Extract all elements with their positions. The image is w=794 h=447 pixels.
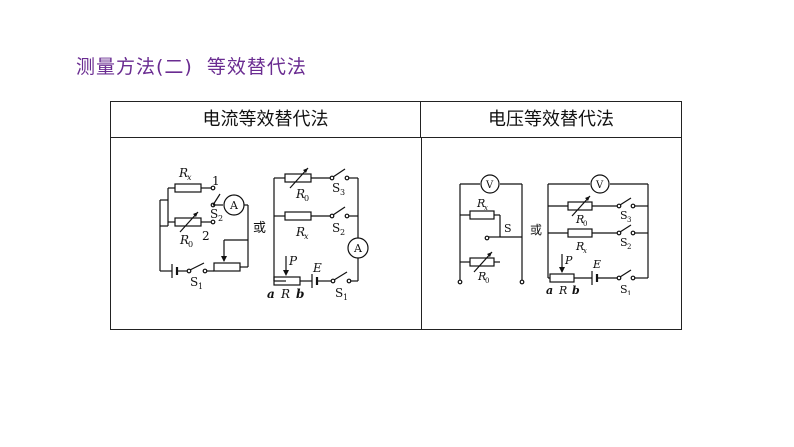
label-s1-1: S xyxy=(190,275,198,289)
current-method-circuits: R x 1 S 2 R 0 2 A S 1 或 xyxy=(159,166,369,300)
label-e-2: E xyxy=(312,261,322,275)
r0-rheostat-3 xyxy=(469,257,495,267)
label-voltmeter-2: V xyxy=(595,180,604,191)
label-rx-sub-3: x xyxy=(484,204,488,212)
voltage-circuit-2: V R 0 S 3 R x S 2 P E a R b S 1 xyxy=(546,174,649,295)
battery-2 xyxy=(311,274,319,288)
label-rx-3: R xyxy=(476,197,485,210)
col-header-current: 电流等效替代法 xyxy=(111,102,421,138)
switch-s-3 xyxy=(484,215,522,241)
label-r0-3: R xyxy=(477,270,486,283)
label-ammeter-2: A xyxy=(353,242,363,255)
label-s2-2: S xyxy=(332,221,340,235)
rx-resistor-1 xyxy=(174,183,202,193)
voltmeter-2 xyxy=(590,174,610,194)
label-s3-4: S xyxy=(620,209,628,222)
battery-4 xyxy=(591,271,599,285)
label-rx-sub-2: x xyxy=(304,232,309,241)
label-s1-sub-2: 1 xyxy=(343,293,348,300)
label-rx-4: R xyxy=(575,240,584,253)
label-s2-sub-4: 2 xyxy=(627,243,631,251)
label-r0-sub-2: 0 xyxy=(304,194,309,203)
label-r0-sub-1: 0 xyxy=(188,240,193,249)
section-heading: 测量方法(二) 等效替代法 xyxy=(76,52,307,79)
label-rx-sub-4: x xyxy=(583,247,587,255)
r0-rheostat-4 xyxy=(567,201,593,211)
switch-s2-2 xyxy=(329,206,350,219)
switch-s1-1 xyxy=(186,262,208,274)
label-pos1: 1 xyxy=(212,174,220,188)
label-s1-2: S xyxy=(335,286,343,300)
label-s1-4: S xyxy=(620,283,628,295)
label-s1-sub-1: 1 xyxy=(198,282,203,291)
current-circuit-2: R 0 S 3 R x S 2 A P E a R b S 1 xyxy=(267,167,369,300)
battery-1 xyxy=(171,264,179,278)
label-s3-sub-4: 3 xyxy=(627,216,631,224)
label-or-right: 或 xyxy=(530,223,542,237)
voltage-method-circuits: V R x S R 0 或 xyxy=(457,174,649,295)
label-s-3: S xyxy=(504,222,512,235)
label-s2-sub-1: 2 xyxy=(218,214,223,223)
label-ammeter-1: A xyxy=(229,199,239,212)
switch-s2-1 xyxy=(210,185,223,225)
label-r0-4: R xyxy=(575,213,584,226)
rx-resistor-4 xyxy=(567,228,593,238)
label-e-4: E xyxy=(592,258,601,271)
label-rx-sub-1: x xyxy=(187,173,192,182)
label-pos2: 2 xyxy=(202,229,210,243)
label-s2-sub-2: 2 xyxy=(340,228,345,237)
col-header-voltage: 电压等效替代法 xyxy=(421,102,681,138)
label-a-4: a xyxy=(546,284,553,295)
r0-rheostat-1 xyxy=(174,217,202,227)
switch-s1-2 xyxy=(330,271,352,284)
label-rx-2: R xyxy=(295,225,305,239)
label-s2-1: S xyxy=(210,207,218,221)
comparison-table: 电流等效替代法 电压等效替代法 xyxy=(110,101,682,330)
switch-s1-4 xyxy=(616,269,636,281)
switch-s2-4 xyxy=(616,224,636,236)
label-s1-sub-4: 1 xyxy=(627,290,631,295)
current-circuit-1: R x 1 S 2 R 0 2 A S 1 xyxy=(159,166,249,291)
label-r0-1: R xyxy=(179,233,189,247)
label-r-2: R xyxy=(280,287,290,300)
label-s3-sub-2: 3 xyxy=(340,188,345,197)
switch-s3-2 xyxy=(329,168,350,181)
voltage-circuit-1: V R x S R 0 xyxy=(457,174,525,285)
label-b-4: b xyxy=(572,284,580,295)
label-voltmeter-1: V xyxy=(485,180,494,191)
label-rx-1: R xyxy=(178,166,188,180)
label-r0-sub-4: 0 xyxy=(583,220,587,228)
col-divider xyxy=(421,138,422,329)
heading-name: 等效替代法 xyxy=(206,56,307,78)
switch-s3-4 xyxy=(616,197,636,209)
label-s3-2: S xyxy=(332,181,340,195)
label-a-2: a xyxy=(267,287,275,300)
label-or-left: 或 xyxy=(253,221,266,236)
rx-resistor-2 xyxy=(284,211,312,221)
rheostat-ab-4 xyxy=(549,273,575,283)
rheostat-divider-1 xyxy=(213,262,241,272)
label-p-4: P xyxy=(564,254,573,267)
rx-resistor-3 xyxy=(469,210,495,220)
r0-rheostat-2 xyxy=(284,173,312,183)
label-r-4: R xyxy=(558,284,567,295)
heading-method: 测量方法(二) xyxy=(76,56,193,78)
label-s2-4: S xyxy=(620,236,628,249)
label-b-2: b xyxy=(296,287,304,300)
label-r0-sub-3: 0 xyxy=(485,277,489,285)
label-p-2: P xyxy=(288,254,298,268)
voltmeter-1 xyxy=(480,174,500,194)
label-r0-2: R xyxy=(295,187,305,201)
